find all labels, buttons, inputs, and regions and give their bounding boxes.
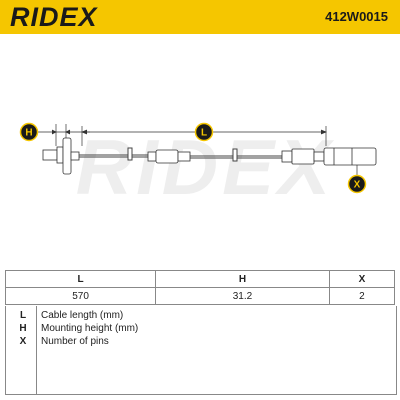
header-h: H bbox=[155, 270, 330, 288]
legend-description: Mounting height (mm) bbox=[41, 323, 139, 334]
svg-text:L: L bbox=[201, 128, 207, 139]
part-number: 412W0015 bbox=[325, 9, 388, 24]
legend-divider bbox=[36, 306, 37, 394]
cable bbox=[79, 147, 282, 162]
dimension-h bbox=[36, 124, 90, 146]
header-l: L bbox=[4, 270, 157, 288]
value-x: 2 bbox=[328, 287, 396, 305]
legend-description: Number of pins bbox=[41, 336, 109, 347]
legend-key: H bbox=[19, 323, 27, 334]
sensor-head bbox=[42, 137, 80, 175]
spec-table: L H X 570 31.2 2 bbox=[4, 270, 396, 305]
value-h: 31.2 bbox=[155, 287, 330, 305]
value-l: 570 bbox=[4, 287, 157, 305]
legend: L Cable length (mm) H Mounting height (m… bbox=[5, 306, 397, 395]
header-bar: RIDEX 412W0015 bbox=[0, 0, 400, 34]
svg-text:H: H bbox=[25, 128, 32, 139]
spec-table-values: 570 31.2 2 bbox=[4, 287, 396, 305]
legend-key: X bbox=[19, 336, 27, 347]
header-x: X bbox=[328, 270, 396, 288]
legend-key: L bbox=[19, 310, 27, 321]
brand-logo: RIDEX bbox=[10, 2, 98, 32]
technical-drawing: RIDEX bbox=[19, 122, 377, 211]
marker-l: L bbox=[194, 122, 214, 142]
spec-table-header: L H X bbox=[4, 270, 396, 288]
connector bbox=[281, 147, 377, 166]
marker-h: H bbox=[19, 122, 39, 142]
cable-grommet bbox=[147, 149, 191, 164]
svg-text:X: X bbox=[354, 180, 361, 191]
marker-x: X bbox=[347, 174, 367, 194]
legend-description: Cable length (mm) bbox=[41, 310, 124, 321]
